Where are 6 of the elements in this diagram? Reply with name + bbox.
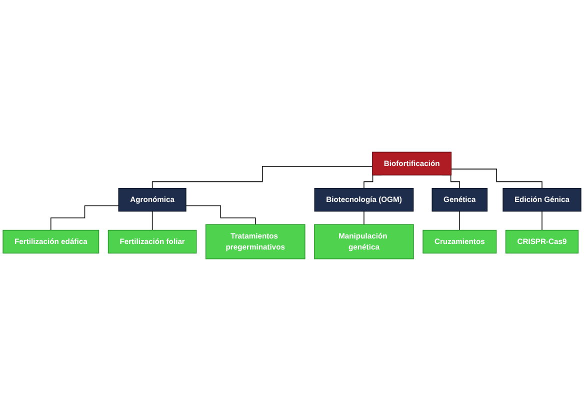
connector — [50, 205, 120, 231]
connector — [450, 168, 542, 189]
connector — [152, 166, 373, 189]
connector — [459, 210, 460, 231]
connector — [152, 210, 153, 231]
connector — [186, 205, 256, 225]
